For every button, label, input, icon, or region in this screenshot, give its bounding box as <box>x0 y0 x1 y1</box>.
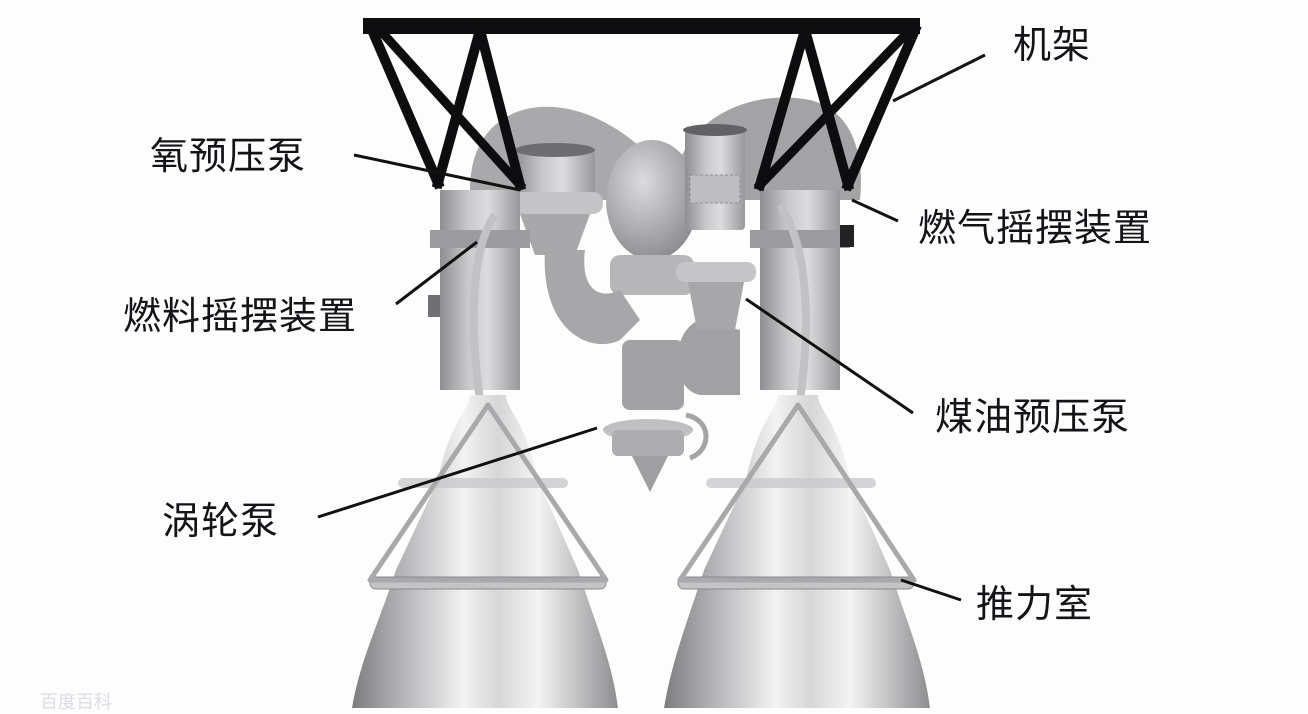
leader-line-oxidizer-booster <box>353 153 521 192</box>
turbopump <box>603 340 709 492</box>
label-oxidizer-booster-pump: 氧预压泵 <box>150 134 307 178</box>
leader-lines <box>317 53 986 602</box>
leader-line-gas-gimbal <box>851 198 899 223</box>
right-side-column <box>750 190 854 401</box>
label-thrust-chamber: 推力室 <box>976 582 1094 626</box>
central-manifold <box>544 140 740 395</box>
leader-line-kerosene-booster <box>745 297 914 415</box>
leader-line-turbopump <box>317 426 598 519</box>
label-gas-gimbal-device: 燃气摇摆装置 <box>918 206 1153 250</box>
label-fuel-gimbal-device: 燃料摇摆装置 <box>123 294 358 338</box>
kerosene-booster-pump <box>676 124 756 330</box>
label-turbopump: 涡轮泵 <box>162 499 280 543</box>
leader-line-thrust-chamber <box>900 578 962 602</box>
leader-line-fuel-gimbal <box>395 240 478 306</box>
left-side-column <box>428 190 530 401</box>
thrust-chamber-left <box>352 395 618 708</box>
watermark: 百度百科 <box>40 692 112 713</box>
label-frame: 机架 <box>1013 23 1092 67</box>
label-kerosene-booster-pump: 煤油预压泵 <box>935 395 1131 439</box>
oxidizer-booster-pump <box>507 143 603 255</box>
leader-line-frame <box>892 53 986 103</box>
engine-frame-truss <box>363 18 922 192</box>
